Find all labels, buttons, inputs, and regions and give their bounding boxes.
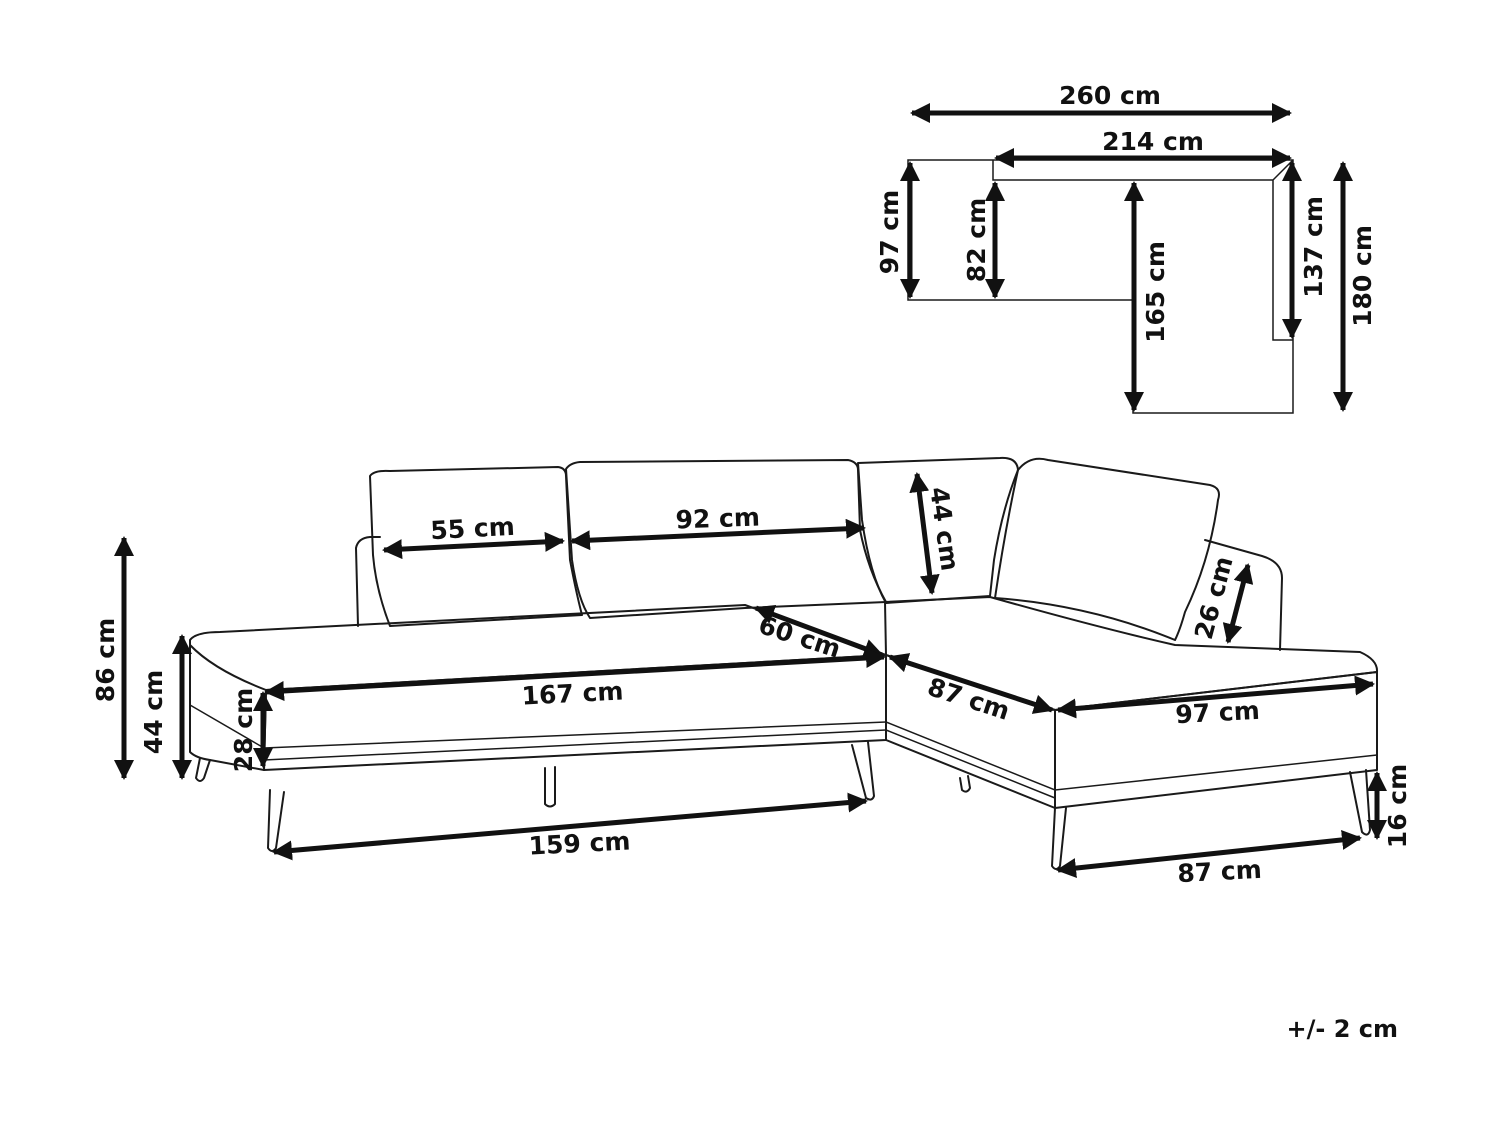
label-165: 165 cm bbox=[1141, 241, 1170, 343]
sofa-drawing: 55 cm 92 cm 44 cm 60 cm 26 cm 167 cm 87 … bbox=[91, 456, 1412, 888]
dim-arrow-60 bbox=[754, 604, 884, 659]
dim-arrow-87-seat bbox=[888, 653, 1054, 714]
dim-arrow-159 bbox=[272, 792, 868, 861]
label-260: 260 cm bbox=[1059, 81, 1161, 110]
backrest-frame-right bbox=[1204, 539, 1283, 651]
label-55: 55 cm bbox=[430, 512, 516, 545]
back-cushion-1 bbox=[369, 466, 583, 627]
dim-arrow-44-cushion bbox=[909, 472, 940, 595]
label-180: 180 cm bbox=[1348, 225, 1377, 327]
label-82: 82 cm bbox=[962, 198, 991, 282]
seat-front-chaise bbox=[1054, 671, 1378, 809]
back-cushion-4 bbox=[994, 457, 1220, 641]
back-cushion-3 bbox=[857, 456, 1019, 604]
leg-corner bbox=[851, 741, 875, 801]
label-167: 167 cm bbox=[521, 676, 624, 710]
base-trim-left bbox=[189, 704, 887, 761]
leg-back-left bbox=[195, 757, 211, 782]
label-97-seat: 97 cm bbox=[1175, 696, 1261, 729]
label-44-seat: 44 cm bbox=[139, 670, 168, 754]
leg-corner-back bbox=[959, 775, 971, 793]
label-16: 16 cm bbox=[1383, 764, 1412, 848]
base-trim-right bbox=[885, 721, 1378, 799]
label-92: 92 cm bbox=[675, 503, 760, 535]
dim-arrow-26 bbox=[1222, 563, 1254, 644]
seat-top-right bbox=[884, 596, 1379, 711]
leg-middle-left bbox=[544, 766, 556, 808]
label-214: 214 cm bbox=[1102, 127, 1204, 156]
label-97-plan: 97 cm bbox=[875, 190, 904, 274]
leg-chaise-front bbox=[1051, 807, 1067, 870]
leg-front-left bbox=[267, 789, 285, 852]
label-159: 159 cm bbox=[528, 826, 631, 860]
plan-view: 260 cm 214 cm 97 cm 82 cm 165 cm 137 cm … bbox=[875, 81, 1377, 414]
label-28: 28 cm bbox=[229, 688, 258, 772]
dim-arrow-87-legs bbox=[1056, 829, 1362, 879]
label-87-legs: 87 cm bbox=[1177, 855, 1263, 888]
dim-arrow-97-seat bbox=[1056, 675, 1375, 719]
tolerance-note: +/- 2 cm bbox=[1287, 1015, 1398, 1043]
label-137: 137 cm bbox=[1299, 196, 1328, 298]
dim-arrow-167 bbox=[264, 648, 886, 701]
backrest-frame-left bbox=[355, 536, 381, 627]
dim-arrow-92 bbox=[570, 518, 866, 551]
leg-chaise-right bbox=[1349, 769, 1371, 836]
label-60: 60 cm bbox=[755, 610, 844, 664]
dim-arrow-55 bbox=[382, 531, 565, 560]
label-86: 86 cm bbox=[91, 618, 120, 702]
